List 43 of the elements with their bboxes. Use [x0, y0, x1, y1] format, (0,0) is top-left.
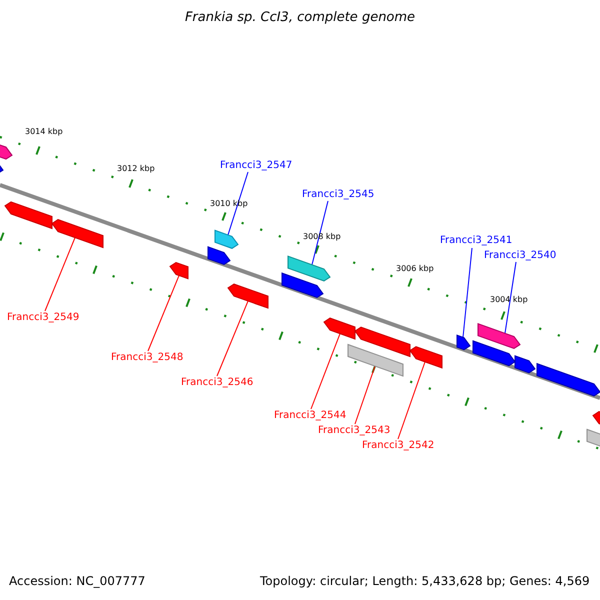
leader-line: [398, 361, 426, 440]
gene-label: Francci3_2543: [318, 426, 390, 436]
leader-line: [504, 262, 516, 334]
gene-feature: [288, 256, 331, 282]
gene-feature: [348, 344, 404, 377]
scale-label: 3012 kbp: [117, 165, 155, 173]
gene-label: Francci3_2547: [220, 161, 292, 171]
gene-feature: [4, 201, 52, 230]
gene-label: Francci3_2545: [302, 190, 374, 200]
gene-feature: [354, 326, 410, 358]
gene-feature: [456, 334, 471, 350]
gene-label: Francci3_2546: [181, 378, 254, 388]
gene-feature: [536, 362, 600, 396]
gene-feature: [208, 246, 231, 266]
gene-label: Francci3_2544: [274, 411, 346, 421]
scale-label: 3006 kbp: [396, 265, 434, 273]
gene-feature: [514, 355, 536, 374]
genome-stats-text: Topology: circular; Length: 5,433,628 bp; Genes: 4,569: [260, 575, 590, 587]
gene-feature: [323, 318, 356, 340]
gene-label: Francci3_2549: [7, 313, 80, 323]
gene-label: Francci3_2540: [484, 251, 556, 261]
leader-line: [462, 248, 472, 338]
gene-feature: [409, 346, 442, 369]
gene-feature: [214, 230, 239, 249]
gene-feature: [169, 262, 188, 280]
leader-line: [148, 275, 180, 352]
scale-label: 3014 kbp: [25, 128, 63, 136]
gene-feature: [227, 284, 268, 309]
accession-text: Accession: NC_007777: [9, 575, 146, 587]
gene-label: Francci3_2541: [440, 236, 512, 246]
title: Frankia sp. CcI3, complete genome: [184, 11, 416, 24]
leader-line: [354, 366, 376, 424]
gene-feature: [472, 340, 516, 366]
gene-feature: [478, 323, 521, 350]
leader-line: [310, 333, 340, 410]
gene-label: Francci3_2548: [111, 353, 184, 363]
scale-label: 3004 kbp: [490, 296, 528, 304]
gene-label: Francci3_2542: [362, 441, 434, 451]
gene-feature: [51, 219, 104, 248]
leader-line: [216, 300, 248, 376]
leader-line: [44, 237, 76, 312]
gene-feature: [282, 272, 324, 298]
leader-line: [228, 172, 248, 236]
